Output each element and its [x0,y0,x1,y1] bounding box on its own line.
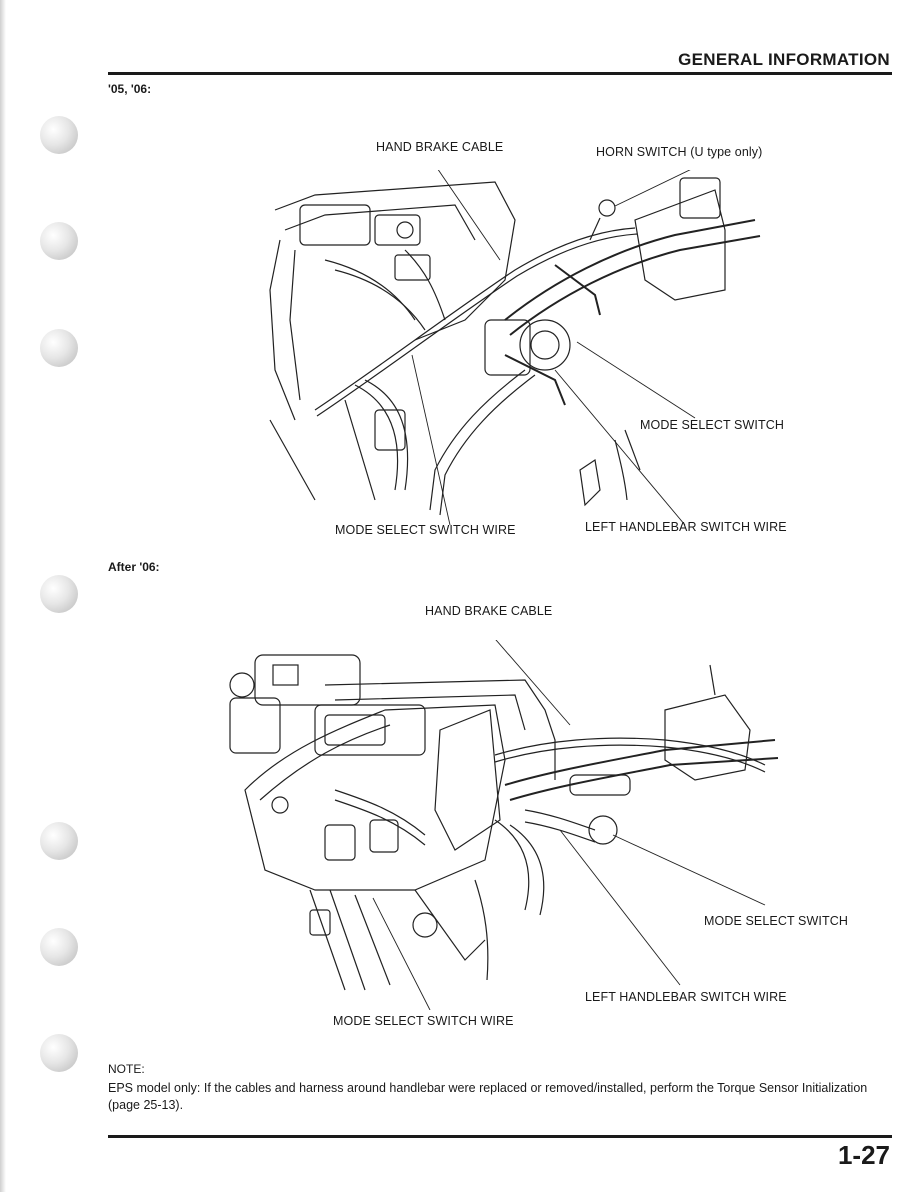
binder-hole [40,1034,78,1072]
callout-horn-switch: HORN SWITCH (U type only) [596,145,763,159]
binder-hole [40,222,78,260]
page-edge-shadow [0,0,6,1192]
callout-mode-select-switch-wire: MODE SELECT SWITCH WIRE [335,523,516,537]
note-text: EPS model only: If the cables and harnes… [108,1081,868,1112]
binder-hole [40,116,78,154]
note-heading: NOTE: [108,1062,145,1076]
callout-hand-brake-cable-2: HAND BRAKE CABLE [425,604,553,618]
binder-hole [40,329,78,367]
handlebar-illustration-after-06 [229,640,779,1010]
callout-hand-brake-cable: HAND BRAKE CABLE [376,140,504,154]
binder-hole [40,822,78,860]
page-header-title: GENERAL INFORMATION [678,50,890,69]
callout-mode-select-switch: MODE SELECT SWITCH [640,418,784,432]
binder-hole [40,928,78,966]
callout-left-handlebar-switch-wire-2: LEFT HANDLEBAR SWITCH WIRE [585,990,787,1004]
callout-left-handlebar-switch-wire: LEFT HANDLEBAR SWITCH WIRE [585,520,787,534]
callout-mode-select-switch-2: MODE SELECT SWITCH [704,914,848,928]
section-label-05-06: '05, '06: [108,82,152,96]
section-label-after-06: After '06: [108,560,160,574]
header-rule [108,72,892,75]
callout-mode-select-switch-wire-2: MODE SELECT SWITCH WIRE [333,1014,514,1028]
binder-hole [40,575,78,613]
handlebar-illustration-05-06 [269,170,761,525]
page-number: 1-27 [837,1140,890,1170]
footer-rule [108,1135,892,1138]
